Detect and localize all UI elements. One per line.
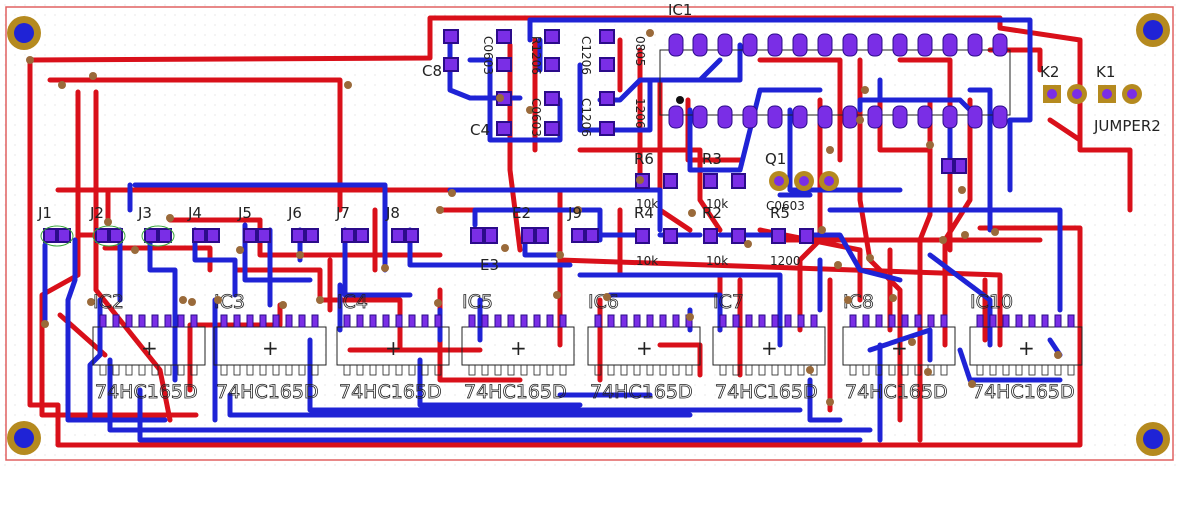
c0805-label: 0805 [633, 36, 647, 67]
e3-label: E3 [480, 256, 499, 274]
svg-text:+: + [385, 336, 402, 360]
r2-value: 10k [706, 254, 728, 268]
chip-ref-label: IC2 [93, 291, 124, 313]
c1206b-label: C1206 [579, 98, 593, 137]
chip-part-label: 74HC165D [339, 381, 442, 403]
j4-label: J4 [187, 204, 202, 222]
r2-label: R2 [702, 204, 722, 222]
e2-label: E2 [512, 204, 531, 222]
r6-label: R6 [634, 150, 654, 168]
chip-ic10: + IC10 74HC165D [969, 291, 1083, 403]
q1-label: Q1 [765, 150, 786, 168]
svg-text:+: + [1018, 336, 1035, 360]
r5-value: 1200 [770, 254, 801, 268]
c8-package: C0603 [481, 36, 495, 75]
ic1-footprint [659, 33, 1011, 129]
svg-text:+: + [510, 336, 527, 360]
jumper-connectors [43, 227, 599, 244]
svg-text:+: + [262, 336, 279, 360]
k2-label: K2 [1040, 63, 1059, 81]
j5-label: J5 [237, 204, 252, 222]
r4-value: 10k [636, 254, 658, 268]
svg-text:+: + [141, 336, 158, 360]
q1-transistor [769, 171, 839, 191]
j2-label: J2 [89, 204, 104, 222]
board-outline [5, 6, 1174, 461]
r5-label: R5 [770, 204, 790, 222]
jumper2-label: JUMPER2 [1093, 117, 1161, 135]
q1-package: C0603 [766, 199, 805, 213]
silkscreen-labels: IC1 K2 K1 JUMPER2 J1 J2 J3 J4 J5 J6 J7 J… [37, 1, 1161, 274]
chip-ic2: + IC2 74HC165D [92, 291, 206, 403]
vias [26, 29, 1062, 406]
chip-ref-label: IC7 [713, 291, 744, 313]
chip-ref-label: IC5 [462, 291, 493, 313]
chip-ref-label: IC8 [843, 291, 874, 313]
chip-part-label: 74HC165D [216, 381, 319, 403]
j3-label: J3 [137, 204, 152, 222]
c4-package: C0603 [529, 98, 543, 137]
chip-part-label: 74HC165D [590, 381, 693, 403]
ic1-label: IC1 [668, 1, 692, 19]
chip-ic6: + IC6 74HC165D [587, 291, 701, 403]
c1206-label: C1206 [579, 36, 593, 75]
mounting-holes [7, 13, 1170, 456]
jumper2-header [1043, 84, 1142, 104]
chip-ref-label: IC3 [214, 291, 245, 313]
chip-part-label: 74HC165D [464, 381, 567, 403]
r1206b-label: 1206 [633, 98, 647, 129]
chip-ref-label: IC10 [970, 291, 1013, 313]
resistor-pads [635, 158, 967, 244]
smd-pads-top [443, 29, 615, 136]
chip-ic7: + IC7 74HC165D [712, 291, 826, 403]
jumper-outlines [40, 225, 175, 247]
svg-text:+: + [891, 336, 908, 360]
r3-label: R3 [702, 150, 722, 168]
c8-label: C8 [422, 62, 442, 80]
soic-chips: + IC2 74HC165D + IC3 74HC165D + IC4 74HC165D + IC5… [92, 291, 1083, 403]
chip-part-label: 74HC165D [845, 381, 948, 403]
chip-ic3: + IC3 74HC165D [213, 291, 327, 403]
r6-value: 10k [636, 197, 658, 211]
chip-part-label: 74HC165D [715, 381, 818, 403]
k1-label: K1 [1096, 63, 1115, 81]
chip-part-label: 74HC165D [972, 381, 1075, 403]
j8-label: J8 [385, 204, 400, 222]
svg-text:+: + [636, 336, 653, 360]
r1206-label: R1206 [529, 36, 543, 75]
chip-ref-label: IC6 [588, 291, 619, 313]
chip-ic8: + IC8 74HC165D [842, 291, 956, 403]
chip-part-label: 74HC165D [95, 381, 198, 403]
j1-label: J1 [37, 204, 52, 222]
chip-ic4: + IC4 74HC165D [336, 291, 450, 403]
j7-label: J7 [335, 204, 350, 222]
r4-label: R4 [634, 204, 654, 222]
c4-label: C4 [470, 121, 490, 139]
chip-ref-label: IC4 [337, 291, 368, 313]
svg-text:+: + [761, 336, 778, 360]
j6-label: J6 [287, 204, 302, 222]
j9-label: J9 [567, 204, 582, 222]
chip-ic5: + IC5 74HC165D [461, 291, 575, 403]
r3-value: 10k [706, 197, 728, 211]
